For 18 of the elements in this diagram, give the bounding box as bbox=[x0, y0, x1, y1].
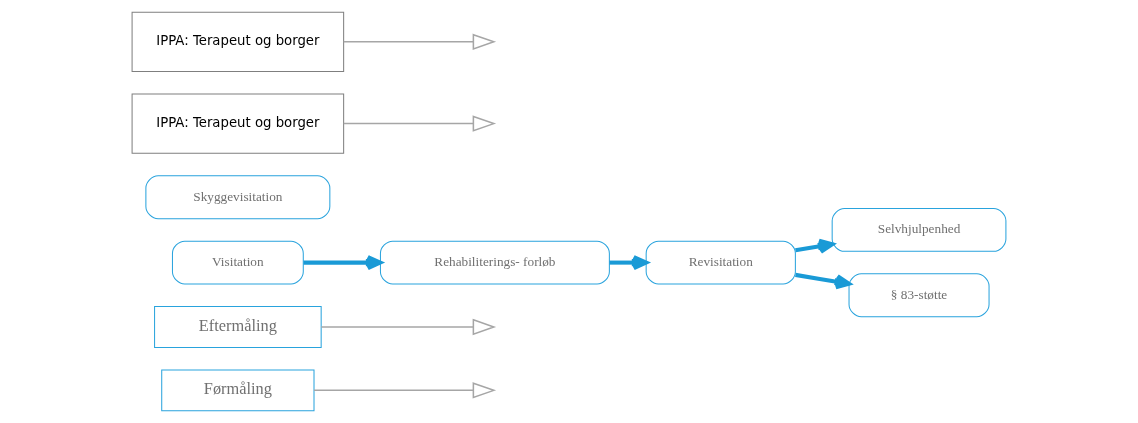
node-box: Skyggevisitation bbox=[145, 175, 331, 220]
node-box: Selvhjulpenhed bbox=[831, 207, 1007, 252]
arrow bbox=[342, 33, 497, 51]
arrow bbox=[609, 255, 649, 271]
arrow bbox=[303, 255, 383, 271]
arrow bbox=[795, 238, 835, 254]
arrow bbox=[342, 115, 497, 132]
node-box: IPPA: Terapeut og borger bbox=[131, 93, 345, 154]
node-box: Rehabiliterings- forløb bbox=[379, 240, 610, 285]
arrow bbox=[320, 318, 497, 336]
node-box: IPPA: Terapeut og borger bbox=[131, 11, 345, 72]
node-box: Eftermåling bbox=[154, 306, 322, 348]
node-box: § 83-støtte bbox=[848, 273, 990, 318]
node-box: Visitation bbox=[171, 240, 304, 285]
arrow bbox=[313, 382, 497, 399]
arrow bbox=[795, 272, 851, 290]
node-box: Førmåling bbox=[161, 369, 315, 412]
node-box: Revisitation bbox=[645, 240, 796, 285]
